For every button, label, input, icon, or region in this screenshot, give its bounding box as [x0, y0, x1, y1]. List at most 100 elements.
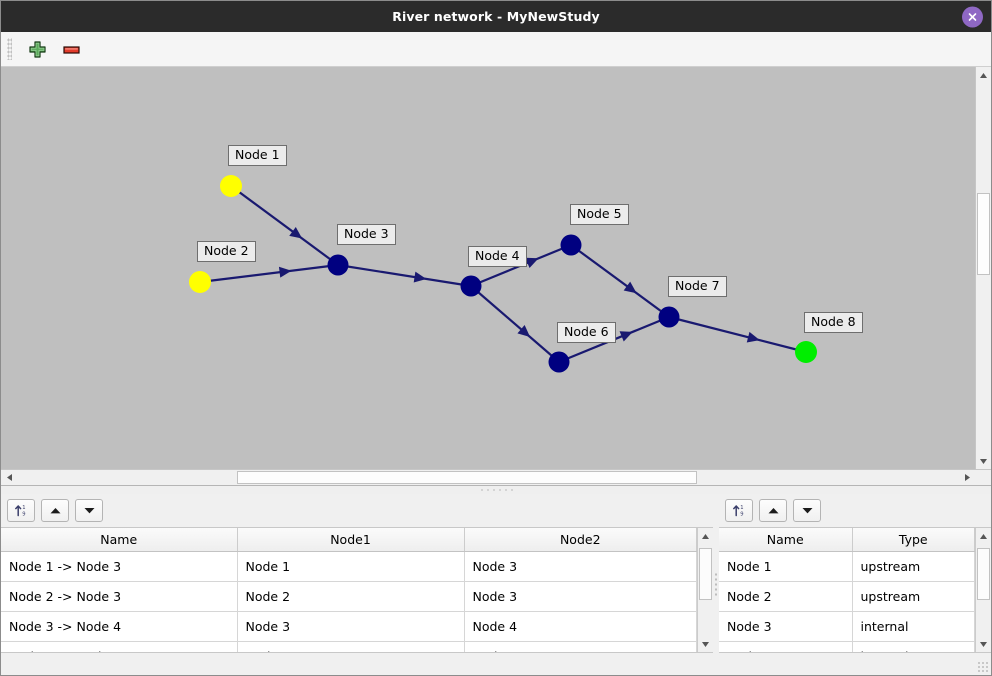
remove-minus-icon[interactable]	[59, 37, 83, 61]
column-header-node1[interactable]: Node1	[237, 528, 465, 552]
graph-edge-arrow	[623, 281, 637, 294]
column-header-name[interactable]: Name	[719, 528, 853, 552]
add-plus-icon[interactable]	[25, 37, 49, 61]
arrow-down-icon[interactable]	[75, 499, 103, 522]
graph-vscroll-track[interactable]	[976, 83, 991, 453]
table-cell[interactable]: Node 4 -> Node 5	[1, 641, 238, 652]
graph-node-node-8[interactable]	[795, 341, 817, 363]
graph-edge[interactable]	[337, 263, 472, 288]
nodes-vscroll-thumb[interactable]	[977, 548, 990, 600]
node-label-node-2[interactable]: Node 2	[197, 241, 256, 262]
window-resize-grip[interactable]	[977, 661, 989, 673]
nodes-vertical-scrollbar[interactable]	[975, 528, 991, 652]
node-label-node-8[interactable]: Node 8	[804, 312, 863, 333]
table-cell[interactable]: Node 3 -> Node 4	[1, 611, 238, 642]
graph-vertical-scrollbar[interactable]	[975, 67, 991, 469]
node-table-row[interactable]: Node 4internal	[719, 641, 975, 652]
nodes-vscroll-track[interactable]	[976, 544, 991, 636]
table-cell[interactable]: Node 4	[464, 611, 697, 642]
graph-node-node-6[interactable]	[548, 351, 570, 373]
table-cell[interactable]: internal	[852, 641, 975, 652]
node-label-node-7[interactable]: Node 7	[668, 276, 727, 297]
close-icon[interactable]	[962, 6, 983, 27]
graph-edge[interactable]	[199, 263, 339, 284]
graph-node-node-4[interactable]	[460, 275, 482, 297]
table-cell[interactable]: upstream	[852, 581, 975, 612]
table-cell[interactable]: Node 1 -> Node 3	[1, 551, 238, 582]
table-cell[interactable]: Node 1	[237, 551, 465, 582]
horizontal-splitter[interactable]	[1, 485, 991, 494]
graph-node-node-1[interactable]	[220, 175, 242, 197]
node-label-node-4[interactable]: Node 4	[468, 246, 527, 267]
table-cell[interactable]: Node 2	[719, 581, 853, 612]
graph-hscroll-thumb[interactable]	[237, 471, 697, 484]
table-cell[interactable]: Node 5	[464, 641, 697, 652]
graph-vscroll-thumb[interactable]	[977, 193, 990, 275]
graph-node-node-3[interactable]	[327, 254, 349, 276]
graph-node-node-7[interactable]	[658, 306, 680, 328]
river-network-canvas[interactable]: Node 1 Node 2 Node 3 Node 4 Node 5 Node 6 Node…	[1, 67, 991, 469]
scroll-up-icon[interactable]	[976, 67, 991, 83]
graph-node-node-2[interactable]	[189, 271, 211, 293]
graph-edge[interactable]	[470, 285, 560, 363]
graph-node-node-5[interactable]	[560, 234, 582, 256]
table-cell[interactable]: Node 3	[719, 611, 853, 642]
node-label-node-6[interactable]: Node 6	[557, 322, 616, 343]
graph-edge[interactable]	[570, 244, 670, 318]
window-title: River network - MyNewStudy	[392, 9, 600, 24]
arrow-down-icon[interactable]	[793, 499, 821, 522]
column-header-name[interactable]: Name	[1, 528, 238, 552]
graph-horizontal-scrollbar[interactable]	[1, 469, 991, 485]
table-cell[interactable]: Node 3	[464, 581, 697, 612]
scroll-up-icon[interactable]	[698, 528, 713, 544]
table-cell[interactable]: Node 1	[719, 551, 853, 582]
svg-text:1: 1	[22, 505, 25, 511]
table-cell[interactable]: Node 3	[464, 551, 697, 582]
sort-icon[interactable]: 1 9	[7, 499, 35, 522]
node-label-node-1[interactable]: Node 1	[228, 145, 287, 166]
scroll-down-icon[interactable]	[698, 636, 713, 652]
table-cell[interactable]: upstream	[852, 551, 975, 582]
nodes-statusbar	[719, 653, 991, 675]
reaches-vertical-scrollbar[interactable]	[697, 528, 713, 652]
reaches-vscroll-thumb[interactable]	[699, 548, 712, 600]
table-cell[interactable]: Node 2 -> Node 3	[1, 581, 238, 612]
toolbar-drag-handle[interactable]	[7, 38, 12, 60]
table-cell[interactable]: internal	[852, 611, 975, 642]
graph-hscroll-track[interactable]	[17, 470, 959, 485]
table-cell[interactable]: Node 4	[719, 641, 853, 652]
node-label-node-3[interactable]: Node 3	[337, 224, 396, 245]
table-cell[interactable]: Node 2	[237, 581, 465, 612]
column-header-type[interactable]: Type	[852, 528, 975, 552]
graph-edge-arrow	[619, 331, 633, 342]
scroll-down-icon[interactable]	[976, 453, 991, 469]
node-label-node-5[interactable]: Node 5	[570, 204, 629, 225]
scroll-up-icon[interactable]	[976, 528, 991, 544]
scroll-down-icon[interactable]	[976, 636, 991, 652]
scroll-right-icon[interactable]	[959, 470, 975, 485]
network-graph[interactable]	[1, 67, 977, 453]
sort-icon[interactable]: 1 9	[725, 499, 753, 522]
table-cell[interactable]: Node 4	[237, 641, 465, 652]
arrow-up-icon[interactable]	[759, 499, 787, 522]
arrow-up-icon[interactable]	[41, 499, 69, 522]
graph-edge[interactable]	[668, 315, 807, 354]
scroll-left-icon[interactable]	[1, 470, 17, 485]
graph-edge[interactable]	[230, 185, 339, 266]
table-cell[interactable]: Node 3	[237, 611, 465, 642]
column-header-node2[interactable]: Node2	[464, 528, 697, 552]
vertical-splitter[interactable]	[713, 494, 719, 675]
reaches-vscroll-track[interactable]	[698, 544, 713, 636]
